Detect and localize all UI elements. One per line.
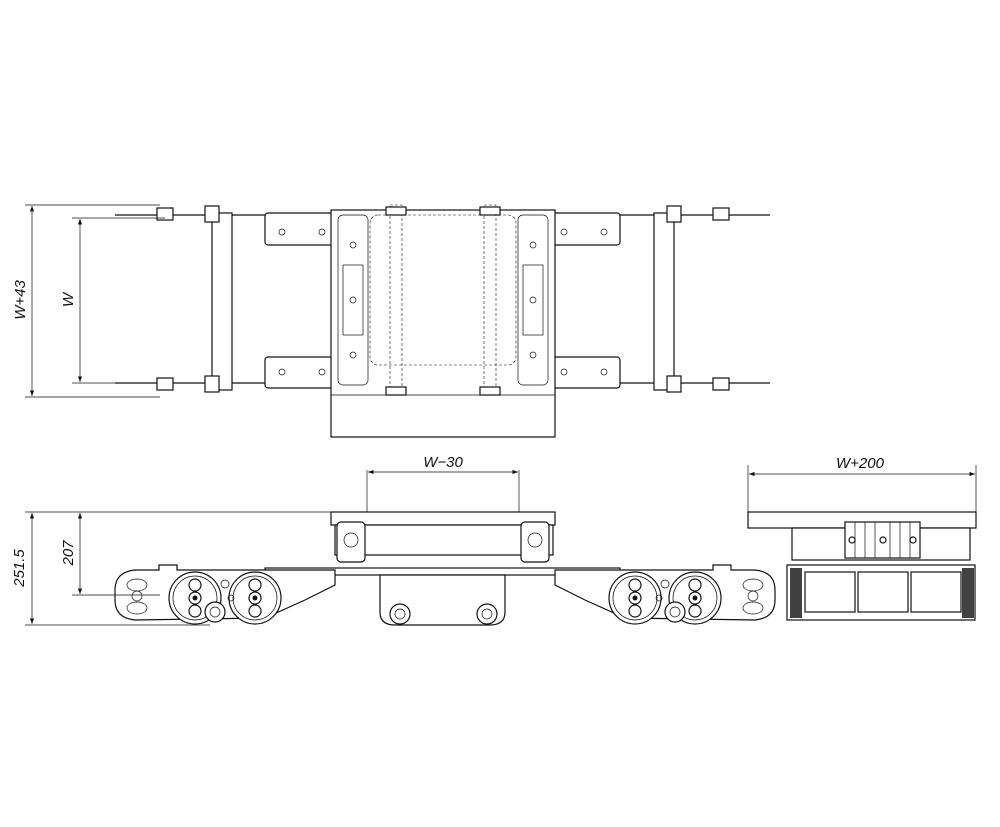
dim-label-w-plus-43: W+43 xyxy=(12,280,29,320)
right-guide-assembly xyxy=(555,565,775,624)
front-view: W+200 xyxy=(747,455,977,621)
side-view: W−30 251.5 207 xyxy=(11,454,775,626)
dim-label-w: W xyxy=(60,291,77,307)
right-roller-assembly xyxy=(653,205,730,393)
side-top-plate xyxy=(330,511,556,526)
dim-label-w-minus-30: W−30 xyxy=(423,454,463,471)
right-clamp xyxy=(517,214,549,386)
dim-label-w-plus-200: W+200 xyxy=(836,455,885,472)
left-clamp xyxy=(337,214,369,386)
dim-label-207: 207 xyxy=(60,540,77,567)
top-view: W+43 W xyxy=(12,204,770,438)
side-lower-carriage xyxy=(379,574,506,626)
central-carriage xyxy=(330,209,556,438)
dim-label-251-5: 251.5 xyxy=(11,549,28,588)
left-roller-assembly xyxy=(156,205,233,393)
left-guide-assembly xyxy=(115,565,335,624)
